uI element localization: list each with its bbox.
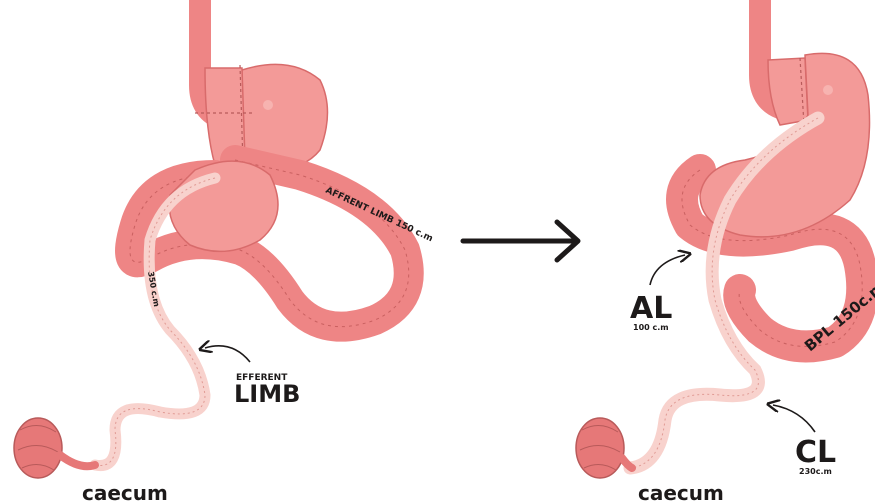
- cl-pointer-arrow: [773, 405, 815, 432]
- stomach-highlight: [263, 100, 273, 110]
- cl-length: 230c.m: [799, 467, 832, 476]
- stomach-highlight-right: [823, 85, 833, 95]
- cl-label: CL: [795, 435, 836, 470]
- caecum-left: [14, 418, 95, 478]
- left-panel: AFFRENT LIMB 150 c.m 350 c.m EFFERENT LI…: [14, 0, 434, 504]
- efferent-pointer-arrow: [205, 346, 250, 362]
- efferent-label-big: LIMB: [234, 380, 300, 408]
- al-pointer-arrow: [650, 255, 685, 285]
- right-panel: AL 100 c.m BPL 150c.m CL 230c.m caecum: [576, 0, 875, 504]
- caecum-label-left: caecum: [82, 481, 168, 504]
- al-length: 100 c.m: [633, 323, 669, 332]
- caecum-label-right: caecum: [638, 481, 724, 504]
- transition-arrow: [463, 222, 578, 260]
- al-label: AL: [630, 291, 672, 326]
